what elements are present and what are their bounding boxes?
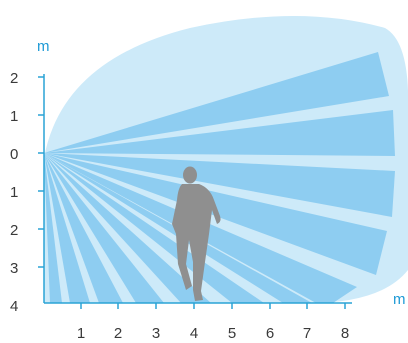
x-tick-label: 1 (77, 325, 85, 342)
zone-beam (44, 153, 123, 303)
zone-beam (44, 153, 90, 303)
y-tick-label: 0 (10, 146, 18, 163)
walking-person-icon (172, 166, 221, 301)
x-tick-label: 7 (303, 325, 311, 342)
y-tick-label: 1 (10, 108, 18, 125)
x-tick-labels: 1 2 3 4 5 6 7 8 (77, 325, 349, 342)
x-tick-label: 6 (266, 325, 274, 342)
zone-beam (44, 153, 264, 303)
zone-beam (44, 110, 395, 156)
zone-beam (44, 153, 164, 303)
x-tick-label: 3 (152, 325, 160, 342)
y-unit-label: m (37, 38, 50, 55)
x-tick-label: 2 (114, 325, 122, 342)
y-tick-label: 4 (10, 298, 18, 315)
axes (38, 74, 352, 309)
zone-beam (44, 153, 211, 303)
x-tick-label: 8 (341, 325, 349, 342)
x-unit-label: m (393, 291, 406, 308)
y-tick-label: 2 (10, 222, 18, 239)
y-tick-label: 3 (10, 260, 18, 277)
zone-beam (44, 153, 395, 217)
x-tick-label: 4 (190, 325, 198, 342)
y-tick-labels: 2 1 0 1 2 3 4 (10, 70, 18, 315)
x-tick-label: 5 (228, 325, 236, 342)
zone-beam (44, 153, 62, 303)
y-tick-label: 2 (10, 70, 18, 87)
y-tick-label: 1 (10, 184, 18, 201)
zone-beam (44, 52, 389, 153)
